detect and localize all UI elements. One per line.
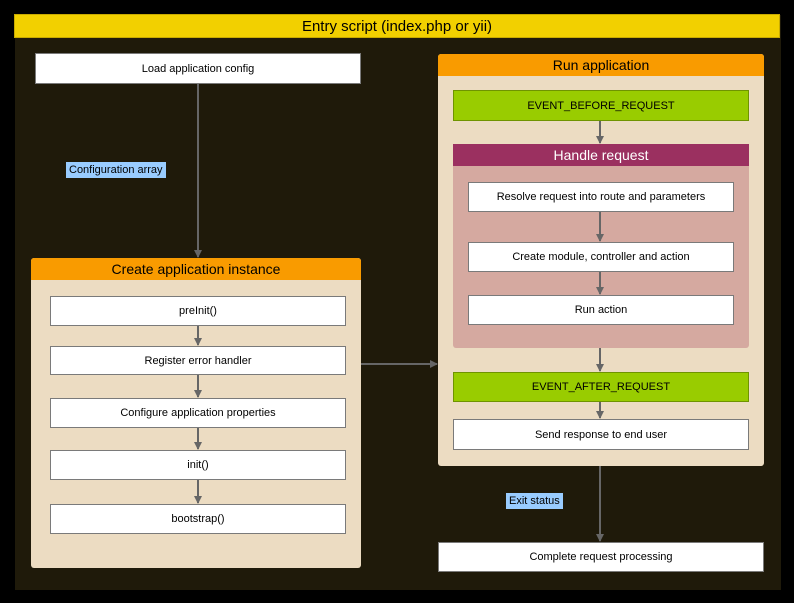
handle-request-header: Handle request [453,144,749,166]
run-app-header: Run application [438,54,764,76]
init-step: init() [50,450,346,480]
create-module-step: Create module, controller and action [468,242,734,272]
resolve-request-step: Resolve request into route and parameter… [468,182,734,212]
exit-status-label: Exit status [506,493,563,509]
preinit-step: preInit() [50,296,346,326]
event-after-request: EVENT_AFTER_REQUEST [453,372,749,402]
load-config-box: Load application config [35,53,361,84]
bootstrap-step: bootstrap() [50,504,346,534]
configuration-array-label: Configuration array [66,162,166,178]
run-action-step: Run action [468,295,734,325]
create-app-header: Create application instance [31,258,361,280]
register-error-handler-step: Register error handler [50,346,346,375]
event-before-request: EVENT_BEFORE_REQUEST [453,90,749,121]
complete-request-box: Complete request processing [438,542,764,572]
send-response-box: Send response to end user [453,419,749,450]
entry-script-header: Entry script (index.php or yii) [14,14,780,38]
configure-properties-step: Configure application properties [50,398,346,428]
